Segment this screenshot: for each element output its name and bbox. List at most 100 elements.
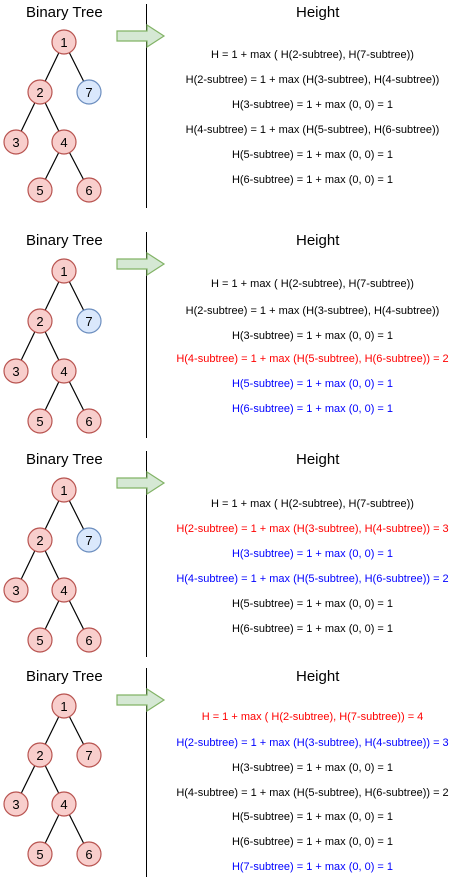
svg-text:3: 3 xyxy=(12,135,19,150)
panel-step-4: Binary Tree 1 2 7 3 4 5 6 Height H = 1 +… xyxy=(0,664,475,879)
tree-node-3: 3 xyxy=(3,577,29,603)
equation-line: H(6-subtree) = 1 + max (0, 0) = 1 xyxy=(231,403,394,415)
tree-node-7: 7 xyxy=(76,79,102,105)
equation-line: H(4-subtree) = 1 + max (H(5-subtree), H(… xyxy=(176,787,449,799)
equation-line: H(4-subtree) = 1 + max (H(5-subtree), H(… xyxy=(185,124,440,136)
svg-text:2: 2 xyxy=(36,85,43,100)
height-title: Height xyxy=(296,4,340,21)
tree-node-2: 2 xyxy=(27,742,53,768)
tree-node-6: 6 xyxy=(76,177,102,203)
svg-text:4: 4 xyxy=(60,364,67,379)
equation-line: H(3-subtree) = 1 + max (0, 0) = 1 xyxy=(231,548,394,560)
tree-node-2: 2 xyxy=(27,527,53,553)
panel-divider xyxy=(146,232,147,438)
svg-text:7: 7 xyxy=(85,85,92,100)
equation-line: H = 1 + max ( H(2-subtree), H(7-subtree)… xyxy=(211,278,414,290)
panel-divider xyxy=(146,4,147,208)
svg-text:4: 4 xyxy=(60,797,67,812)
height-title: Height xyxy=(296,451,340,468)
right-arrow-icon xyxy=(116,471,166,495)
tree-node-1: 1 xyxy=(51,693,77,719)
panel-step-3: Binary Tree 1 2 7 3 4 5 6 Height H = 1 +… xyxy=(0,447,475,659)
equation-line: H(2-subtree) = 1 + max (H(3-subtree), H(… xyxy=(176,523,449,535)
svg-text:6: 6 xyxy=(85,633,92,648)
svg-text:5: 5 xyxy=(36,414,43,429)
equation-line: H = 1 + max ( H(2-subtree), H(7-subtree)… xyxy=(211,49,414,61)
svg-text:7: 7 xyxy=(85,748,92,763)
tree-node-4: 4 xyxy=(51,577,77,603)
tree-node-7: 7 xyxy=(76,308,102,334)
equation-line: H(6-subtree) = 1 + max (0, 0) = 1 xyxy=(231,836,394,848)
binary-tree-diagram: 1 2 7 3 4 5 6 xyxy=(3,477,102,653)
equation-line: H(2-subtree) = 1 + max (H(3-subtree), H(… xyxy=(185,74,440,86)
equation-line: H(6-subtree) = 1 + max (0, 0) = 1 xyxy=(231,623,394,635)
tree-node-4: 4 xyxy=(51,129,77,155)
tree-node-4: 4 xyxy=(51,358,77,384)
tree-node-6: 6 xyxy=(76,627,102,653)
tree-edges xyxy=(15,41,90,191)
equation-line: H(5-subtree) = 1 + max (0, 0) = 1 xyxy=(231,149,394,161)
tree-node-3: 3 xyxy=(3,791,29,817)
equation-line: H(7-subtree) = 1 + max (0, 0) = 1 xyxy=(231,861,394,873)
tree-node-1: 1 xyxy=(51,477,77,503)
tree-node-2: 2 xyxy=(27,308,53,334)
equation-line: H(5-subtree) = 1 + max (0, 0) = 1 xyxy=(231,811,394,823)
panel-divider xyxy=(146,668,147,877)
svg-text:4: 4 xyxy=(60,135,67,150)
equation-line: H(3-subtree) = 1 + max (0, 0) = 1 xyxy=(231,99,394,111)
panel-divider xyxy=(146,451,147,657)
right-arrow-icon xyxy=(116,24,166,48)
tree-node-5: 5 xyxy=(27,177,53,203)
equation-line: H(2-subtree) = 1 + max (H(3-subtree), H(… xyxy=(176,737,449,749)
tree-node-4: 4 xyxy=(51,791,77,817)
svg-text:5: 5 xyxy=(36,847,43,862)
svg-text:7: 7 xyxy=(85,314,92,329)
svg-text:3: 3 xyxy=(12,797,19,812)
equation-line: H(3-subtree) = 1 + max (0, 0) = 1 xyxy=(231,330,394,342)
svg-text:2: 2 xyxy=(36,748,43,763)
binary-tree-diagram: 1 2 7 3 4 5 6 xyxy=(3,29,102,203)
svg-text:6: 6 xyxy=(85,183,92,198)
binary-tree-title: Binary Tree xyxy=(26,668,103,685)
tree-node-5: 5 xyxy=(27,841,53,867)
tree-node-5: 5 xyxy=(27,627,53,653)
tree-edges xyxy=(15,270,90,422)
tree-node-6: 6 xyxy=(76,408,102,434)
height-title: Height xyxy=(296,668,340,685)
tree-edges xyxy=(15,489,90,641)
equation-line: H(4-subtree) = 1 + max (H(5-subtree), H(… xyxy=(176,573,449,585)
equation-line: H(2-subtree) = 1 + max (H(3-subtree), H(… xyxy=(185,305,440,317)
svg-text:6: 6 xyxy=(85,847,92,862)
svg-text:1: 1 xyxy=(60,483,67,498)
tree-node-1: 1 xyxy=(51,29,77,55)
equation-line: H(6-subtree) = 1 + max (0, 0) = 1 xyxy=(231,174,394,186)
tree-edges xyxy=(15,705,90,855)
binary-tree-diagram: 1 2 7 3 4 5 6 xyxy=(3,258,102,434)
equation-line: H = 1 + max ( H(2-subtree), H(7-subtree)… xyxy=(201,711,424,723)
binary-tree-title: Binary Tree xyxy=(26,451,103,468)
equation-line: H(5-subtree) = 1 + max (0, 0) = 1 xyxy=(231,598,394,610)
right-arrow-icon xyxy=(116,252,166,276)
right-arrow-icon xyxy=(116,688,166,712)
tree-node-2: 2 xyxy=(27,79,53,105)
svg-text:5: 5 xyxy=(36,633,43,648)
tree-node-5: 5 xyxy=(27,408,53,434)
tree-node-7: 7 xyxy=(76,527,102,553)
svg-text:2: 2 xyxy=(36,533,43,548)
tree-node-6: 6 xyxy=(76,841,102,867)
svg-text:6: 6 xyxy=(85,414,92,429)
panel-step-2: Binary Tree 1 2 7 3 4 5 6 Height H = 1 +… xyxy=(0,228,475,440)
equation-line: H(3-subtree) = 1 + max (0, 0) = 1 xyxy=(231,762,394,774)
equation-line: H = 1 + max ( H(2-subtree), H(7-subtree)… xyxy=(211,498,414,510)
binary-tree-diagram: 1 2 7 3 4 5 6 xyxy=(3,693,102,867)
equation-line: H(4-subtree) = 1 + max (H(5-subtree), H(… xyxy=(176,353,449,365)
svg-text:4: 4 xyxy=(60,583,67,598)
svg-text:1: 1 xyxy=(60,264,67,279)
svg-text:3: 3 xyxy=(12,364,19,379)
svg-text:7: 7 xyxy=(85,533,92,548)
tree-node-7: 7 xyxy=(76,742,102,768)
svg-text:5: 5 xyxy=(36,183,43,198)
equation-line: H(5-subtree) = 1 + max (0, 0) = 1 xyxy=(231,378,394,390)
tree-node-3: 3 xyxy=(3,358,29,384)
binary-tree-title: Binary Tree xyxy=(26,232,103,249)
